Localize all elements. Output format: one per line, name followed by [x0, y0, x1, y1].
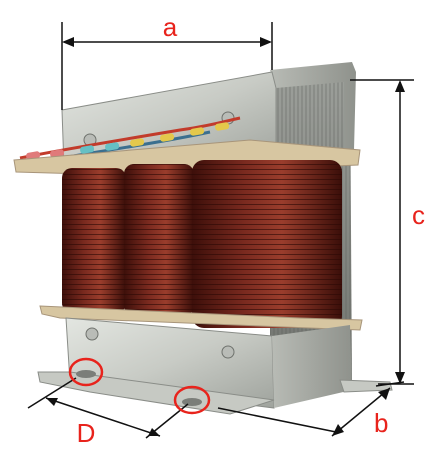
bottom-mounting-bracket: [37, 317, 393, 415]
top-bracket-side: [270, 62, 356, 150]
callout-circle: [173, 385, 211, 415]
bolt-head: [221, 345, 235, 359]
bottom-insulation-board: [39, 305, 363, 331]
dimension-label-c: c: [412, 200, 425, 230]
coil-1: [62, 168, 126, 313]
mounting-slot: [76, 370, 96, 378]
coil-2: [124, 164, 194, 316]
dimension-label-D: D: [77, 418, 96, 448]
mounting-slot: [182, 398, 202, 406]
dimension-D: D: [27, 377, 189, 448]
dimension-c: c: [350, 79, 425, 385]
dimension-label-a: a: [163, 12, 178, 42]
dimension-b: b: [217, 381, 405, 438]
callout-circle: [68, 357, 104, 387]
dimension-a: a: [61, 12, 273, 110]
dimension-label-b: b: [374, 408, 388, 438]
coil-3: [192, 160, 342, 328]
bolt-head: [85, 327, 99, 341]
